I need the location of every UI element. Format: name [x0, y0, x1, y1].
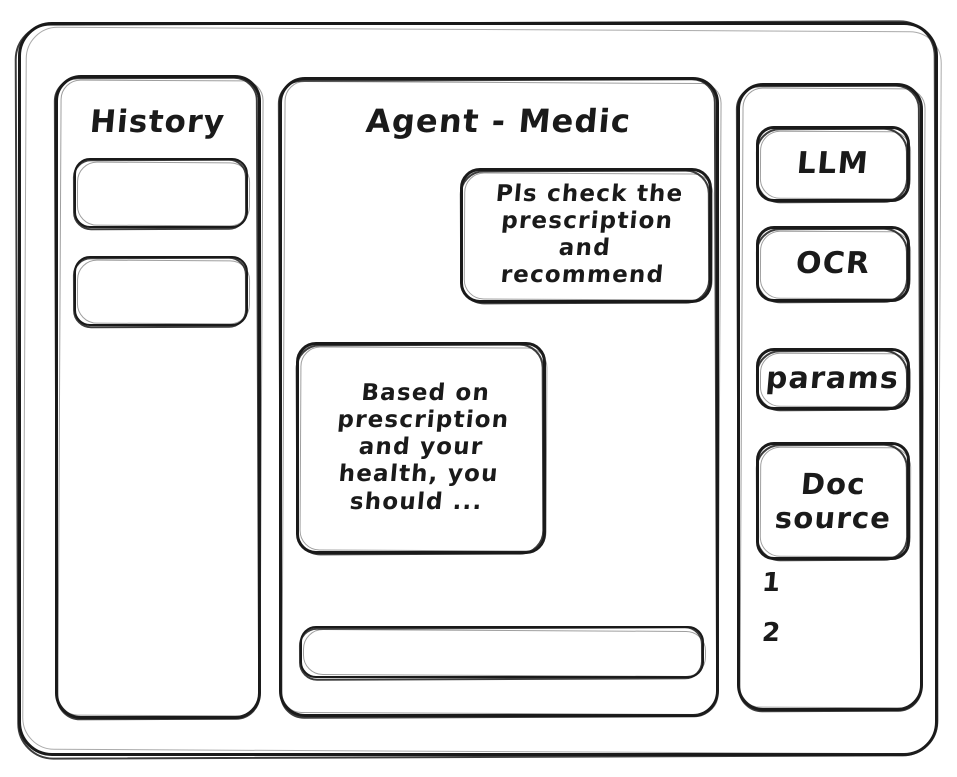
history-item[interactable]: [74, 256, 248, 326]
message-input[interactable]: [300, 626, 704, 678]
tools-panel: LLM OCR params Doc source 1 2: [737, 83, 923, 711]
assistant-message-bubble: Based on prescription and your health, y…: [296, 342, 546, 554]
params-button[interactable]: params: [756, 348, 910, 410]
history-item[interactable]: [74, 158, 248, 228]
doc-source-list-item[interactable]: 2: [760, 618, 783, 648]
user-message-bubble: Pls check the prescription and recommend: [460, 168, 712, 303]
agent-panel-title: Agent - Medic: [364, 102, 634, 140]
app-window-frame: History Agent - Medic Pls check the pres…: [18, 22, 938, 756]
doc-source-button[interactable]: Doc source: [756, 442, 910, 560]
agent-panel: Agent - Medic Pls check the prescription…: [279, 77, 719, 717]
history-panel-title: History: [88, 104, 228, 140]
tool-button-ocr[interactable]: OCR: [756, 226, 910, 302]
history-panel: History: [55, 75, 261, 719]
doc-source-list-item[interactable]: 1: [760, 568, 783, 598]
tool-button-llm[interactable]: LLM: [756, 126, 910, 202]
